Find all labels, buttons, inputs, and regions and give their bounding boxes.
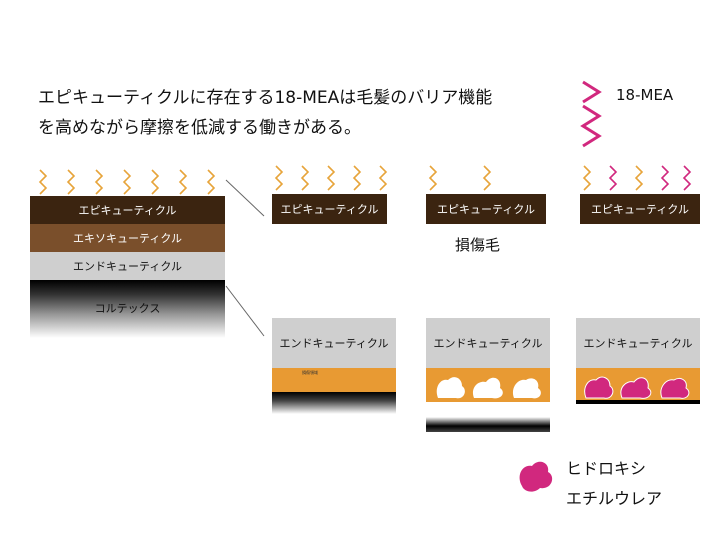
top1-epicuticle-label: エピキューティクル <box>280 203 379 216</box>
top3-epicuticle: エピキューティクル <box>580 194 700 224</box>
damaged-hair-label: 損傷毛 <box>455 236 501 254</box>
mea-legend-label: 18-MEA <box>616 86 674 104</box>
left-cortex-label: コルテックス <box>94 302 161 315</box>
mea-legend-icon <box>580 80 602 148</box>
left-exocuticle: エキソキューティクル <box>30 224 225 252</box>
left-mea-chains <box>38 169 216 195</box>
top3-epicuticle-label: エピキューティクル <box>590 203 689 216</box>
caption-line-1: エピキューティクルに存在する18-MEAは毛髪のバリア機能 <box>38 88 493 108</box>
top2-mea-chains <box>428 165 492 191</box>
bottom1-cortex <box>272 392 396 414</box>
bottom1-endocuticle: エンドキューティクル <box>272 318 396 368</box>
urea-legend-label-1: ヒドロキシ <box>566 459 647 478</box>
bottom3-endocuticle: エンドキューティクル <box>576 318 700 368</box>
top1-epicuticle: エピキューティクル <box>272 194 387 224</box>
caption-line-2: を高めながら摩擦を低減する働きがある。 <box>38 118 361 138</box>
bottom2-endocuticle: エンドキューティクル <box>426 318 550 368</box>
urea-legend-icon <box>519 461 553 492</box>
top1-mea-chains <box>274 165 388 191</box>
urea-legend-label: ヒドロキシ エチルウレア <box>566 454 662 514</box>
left-epicuticle-label: エピキューティクル <box>78 204 177 217</box>
left-exocuticle-label: エキソキューティクル <box>72 232 182 245</box>
bottom2-voids <box>436 377 541 399</box>
connector-lines <box>225 179 265 337</box>
bottom3-cortex-line <box>576 400 700 404</box>
bottom1-tiny-label: 損傷領域 <box>302 370 318 375</box>
bottom3-endocuticle-label: エンドキューティクル <box>583 337 693 350</box>
caption: エピキューティクルに存在する18-MEAは毛髪のバリア機能 を高めながら摩擦を低… <box>38 83 578 143</box>
top2-epicuticle: エピキューティクル <box>426 194 546 224</box>
bottom3-urea-fills <box>584 376 690 399</box>
bottom1-endocuticle-label: エンドキューティクル <box>279 337 389 350</box>
left-endocuticle-label: エンドキューティクル <box>72 260 182 273</box>
bottom2-cortex <box>426 402 550 432</box>
left-cortex: コルテックス <box>30 280 225 338</box>
bottom1-damage-layer: 損傷領域 <box>272 368 396 396</box>
top3-mea-chains <box>582 165 692 191</box>
bottom2-endocuticle-label: エンドキューティクル <box>433 337 543 350</box>
top2-epicuticle-label: エピキューティクル <box>436 203 535 216</box>
left-epicuticle: エピキューティクル <box>30 196 225 224</box>
left-endocuticle: エンドキューティクル <box>30 252 225 280</box>
urea-legend-label-2: エチルウレア <box>566 489 663 508</box>
